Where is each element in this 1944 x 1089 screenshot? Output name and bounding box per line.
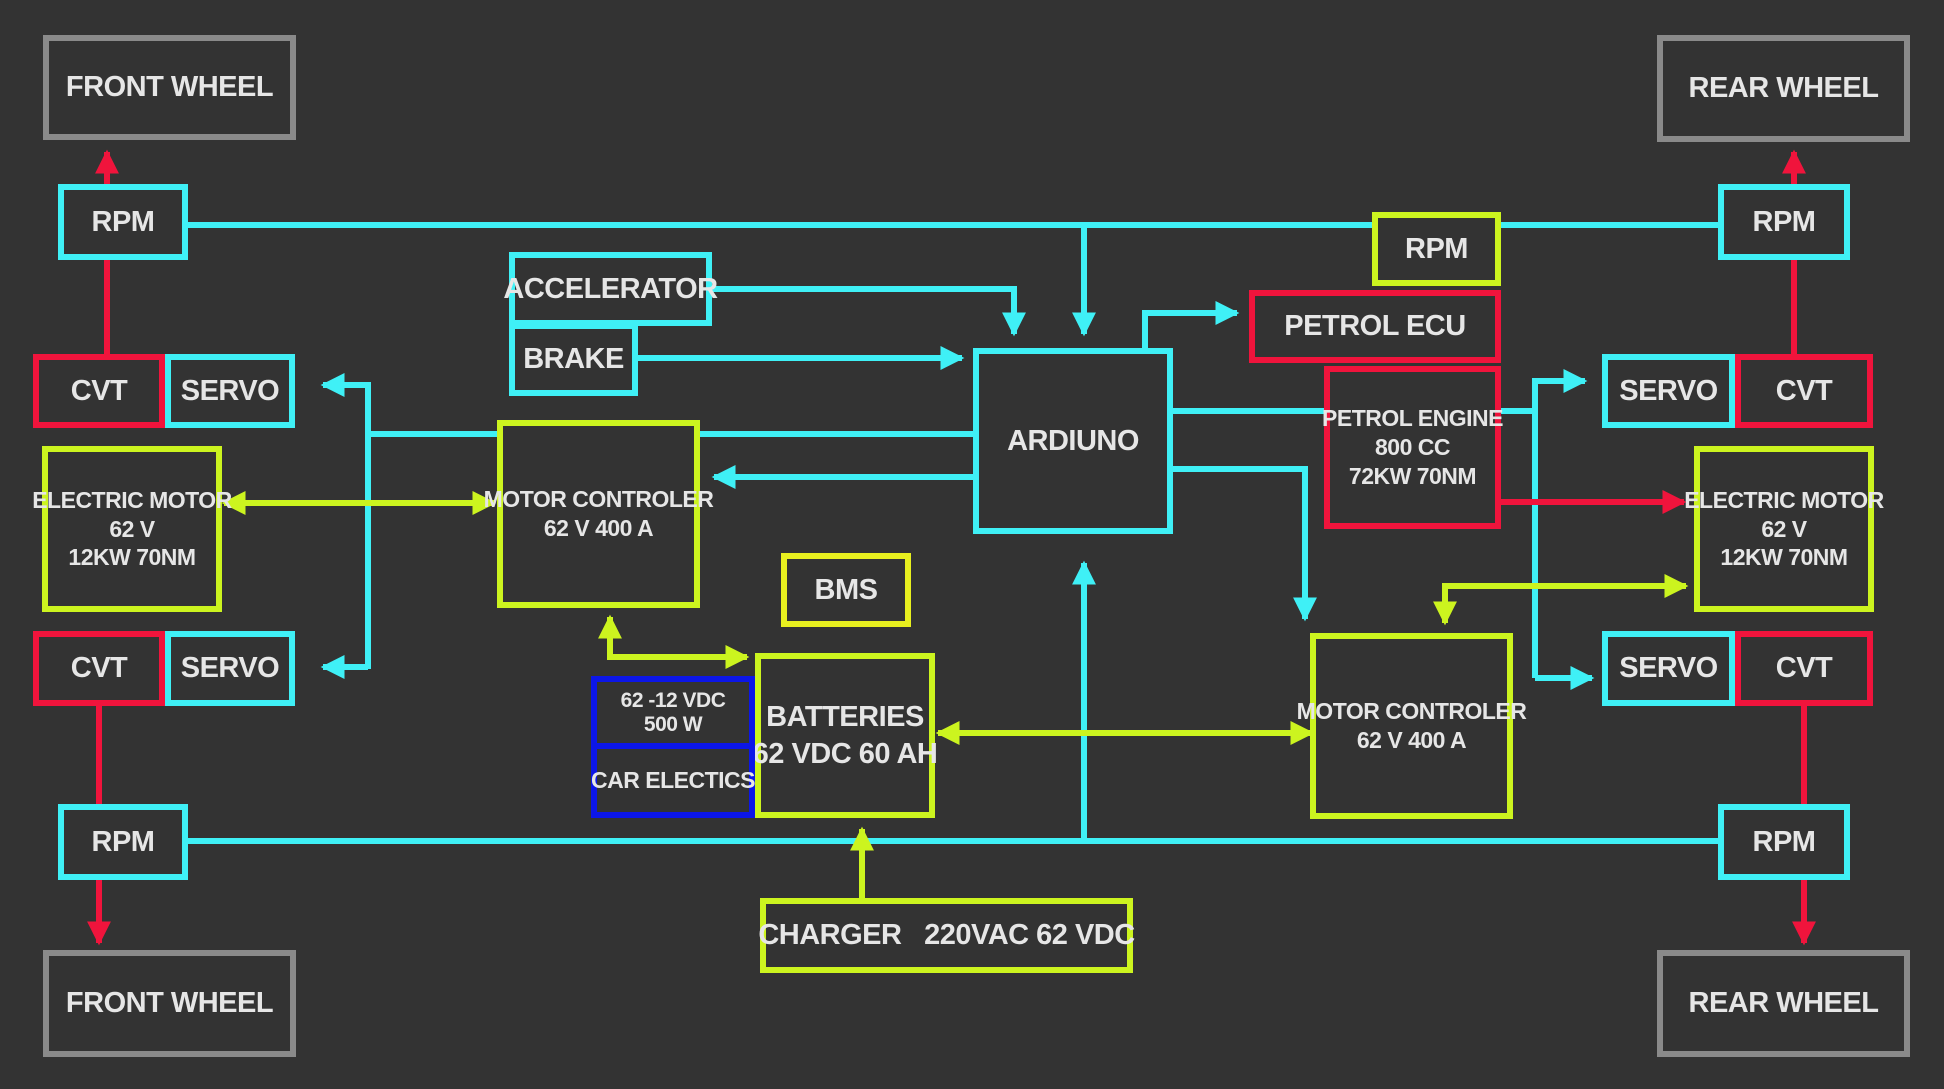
right-rpm-bottom: RPM — [1718, 804, 1850, 880]
arduino-to-ecu-arrow — [1142, 301, 1240, 348]
right-cvt-top: CVT — [1735, 354, 1873, 428]
left-servo-top: SERVO — [165, 354, 295, 428]
petrol-engine-box: PETROL ENGINE 800 CC 72KW 70NM — [1322, 366, 1503, 529]
dcdc-converter-box: 62 -12 VDC 500 W — [591, 676, 755, 749]
right-electric-motor: ELECTRIC MOTOR 62 V 12KW 70NM — [1684, 446, 1884, 612]
right-servo-bottom: SERVO — [1602, 631, 1735, 706]
front-wheel-top: FRONT WHEEL — [43, 35, 296, 140]
left-cvt-bottom: CVT — [33, 631, 165, 706]
charger-box: CHARGER 220VAC 62 VDC — [758, 898, 1135, 973]
rear-wheel-top: REAR WHEEL — [1657, 35, 1910, 142]
left-cvt-top: CVT — [33, 354, 165, 428]
accelerator-to-arduino-arrow — [712, 286, 1026, 337]
right-servo-top: SERVO — [1602, 354, 1735, 428]
motor-controller-left: MOTOR CONTROLER 62 V 400 A — [484, 420, 714, 608]
left-servo-bottom: SERVO — [165, 631, 295, 706]
right-cvt-bottom: CVT — [1735, 631, 1873, 706]
right-controller-motor-link — [1433, 574, 1689, 626]
bms-box: BMS — [781, 553, 911, 627]
left-rpm-top: RPM — [58, 184, 188, 260]
left-electric-motor: ELECTRIC MOTOR 62 V 12KW 70NM — [32, 446, 232, 612]
engine-rpm-box: RPM — [1372, 212, 1501, 286]
car-electrics-box: CAR ELECTICS — [591, 743, 755, 818]
arduino-to-right-controller-arrow — [1173, 466, 1317, 622]
arduino-box: ARDIUNO — [973, 348, 1173, 534]
motor-controller-right: MOTOR CONTROLER 62 V 400 A — [1297, 633, 1527, 819]
front-wheel-bottom: FRONT WHEEL — [43, 950, 296, 1057]
left-rpm-bottom: RPM — [58, 804, 188, 880]
rear-wheel-bottom: REAR WHEEL — [1657, 950, 1910, 1057]
right-rpm-top: RPM — [1718, 184, 1850, 260]
controller-battery-link — [598, 614, 750, 669]
petrol-ecu-box: PETROL ECU — [1249, 290, 1501, 363]
brake-box: BRAKE — [509, 323, 638, 396]
batteries-box: BATTERIES 62 VDC 60 AH — [753, 653, 938, 818]
accelerator-box: ACCELERATOR — [503, 252, 718, 326]
